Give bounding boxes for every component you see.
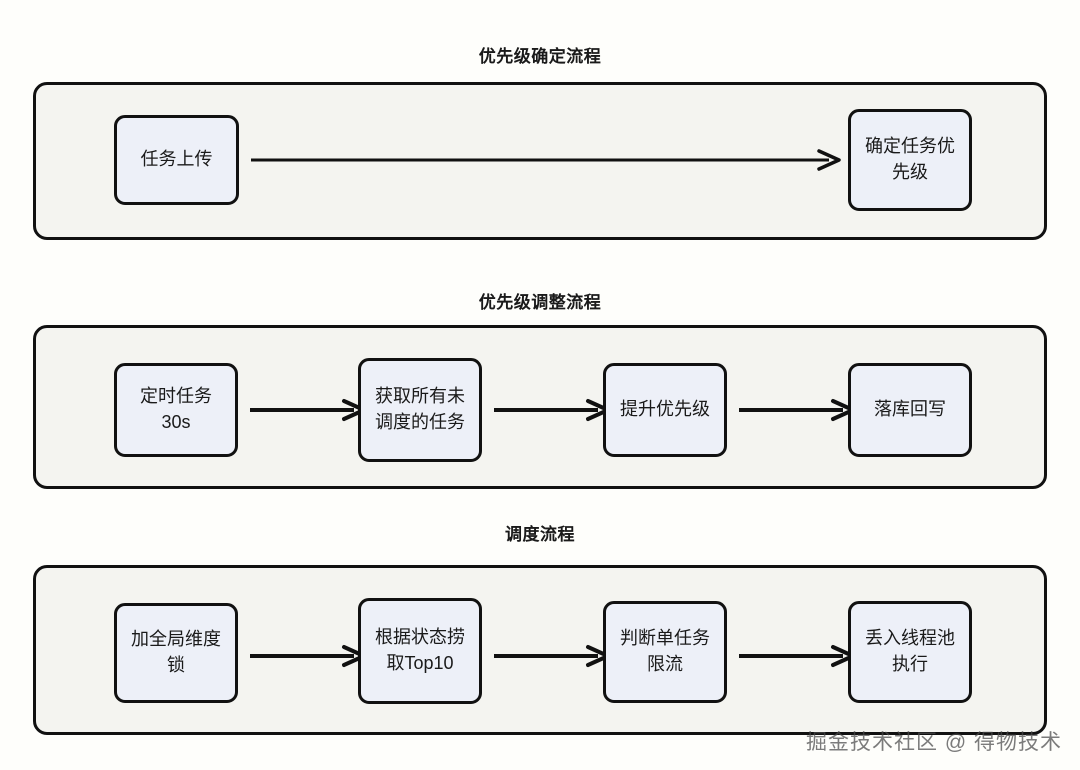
node-persist-writeback-label: 落库回写	[874, 399, 946, 420]
arrow-rate-limit-check-to-thread-pool	[739, 644, 859, 668]
node-scheduled-task-30s-label: 定时任务 30s	[140, 386, 212, 432]
arrow-raise-priority-to-persist-writeback	[739, 398, 859, 422]
arrow-scheduled-task-to-fetch-tasks	[250, 398, 370, 422]
arrow-task-upload-to-determine-priority	[251, 148, 846, 172]
node-task-upload[interactable]: 任务上传	[114, 115, 239, 205]
node-task-upload-label: 任务上传	[140, 149, 213, 170]
node-fetch-unscheduled-tasks-label: 获取所有未调度的任务	[375, 386, 465, 432]
section-title-scheduling: 调度流程	[505, 525, 575, 544]
section-title-priority-adjustment: 优先级调整流程	[478, 293, 602, 312]
node-acquire-global-lock-label: 加全局维度锁	[131, 629, 221, 675]
node-raise-priority-label: 提升优先级	[620, 399, 710, 420]
watermark: 掘金技术社区 @ 得物技术	[806, 731, 1062, 754]
flow-container-priority-determination: 任务上传 确定任务优先级	[33, 82, 1047, 240]
node-raise-priority[interactable]: 提升优先级	[603, 363, 727, 457]
node-fetch-top10-by-status[interactable]: 根据状态捞取Top10	[358, 598, 482, 704]
node-submit-to-thread-pool-label: 丢入线程池执行	[865, 628, 955, 674]
node-determine-task-priority[interactable]: 确定任务优先级	[848, 109, 972, 211]
node-submit-to-thread-pool[interactable]: 丢入线程池执行	[848, 601, 972, 703]
node-fetch-top10-by-status-label: 根据状态捞取Top10	[375, 627, 465, 673]
node-persist-writeback[interactable]: 落库回写	[848, 363, 972, 457]
flow-container-scheduling: 加全局维度锁 根据状态捞取Top10 判断单任务限流	[33, 565, 1047, 735]
arrow-acquire-lock-to-fetch-top10	[250, 644, 370, 668]
arrow-fetch-top10-to-rate-limit-check	[494, 644, 614, 668]
node-acquire-global-lock[interactable]: 加全局维度锁	[114, 603, 238, 703]
section-title-priority-determination: 优先级确定流程	[478, 47, 602, 66]
flow-container-priority-adjustment: 定时任务 30s 获取所有未调度的任务 提升优先级	[33, 325, 1047, 489]
node-scheduled-task-30s[interactable]: 定时任务 30s	[114, 363, 238, 457]
node-single-task-rate-limit-check-label: 判断单任务限流	[620, 628, 710, 674]
node-single-task-rate-limit-check[interactable]: 判断单任务限流	[603, 601, 727, 703]
node-determine-task-priority-label: 确定任务优先级	[865, 136, 955, 182]
arrow-fetch-tasks-to-raise-priority	[494, 398, 614, 422]
node-fetch-unscheduled-tasks[interactable]: 获取所有未调度的任务	[358, 358, 482, 462]
